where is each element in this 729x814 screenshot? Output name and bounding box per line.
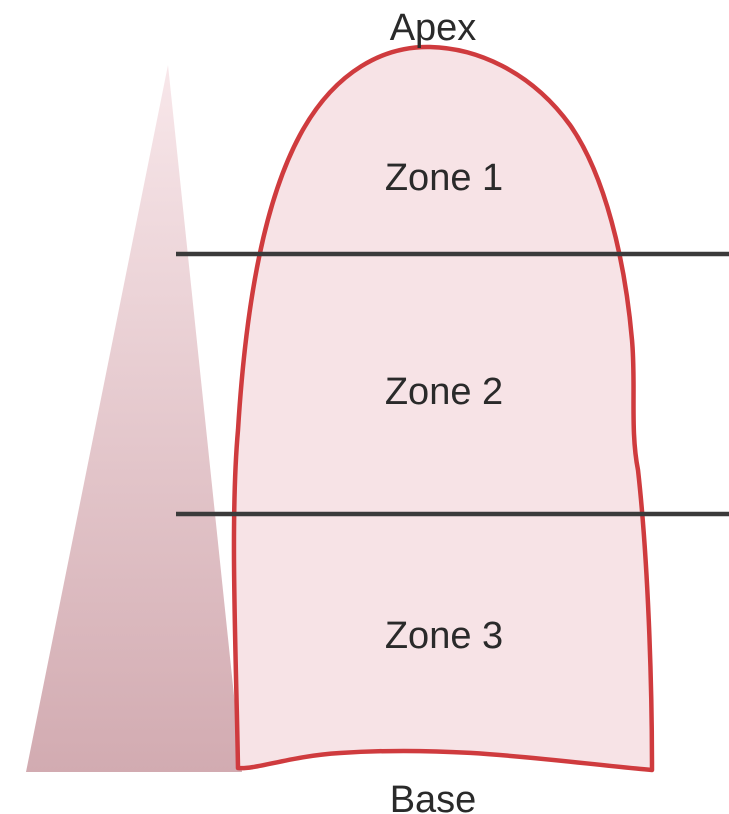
zone-3-label: Zone 3 <box>385 615 503 657</box>
zone-2-label: Zone 2 <box>385 371 503 413</box>
zone-1-label: Zone 1 <box>385 157 503 199</box>
base-label: Base <box>390 779 477 814</box>
lung-outline <box>231 44 655 773</box>
apex-label: Apex <box>390 7 477 49</box>
blood-flow-gradient-triangle <box>26 65 242 772</box>
